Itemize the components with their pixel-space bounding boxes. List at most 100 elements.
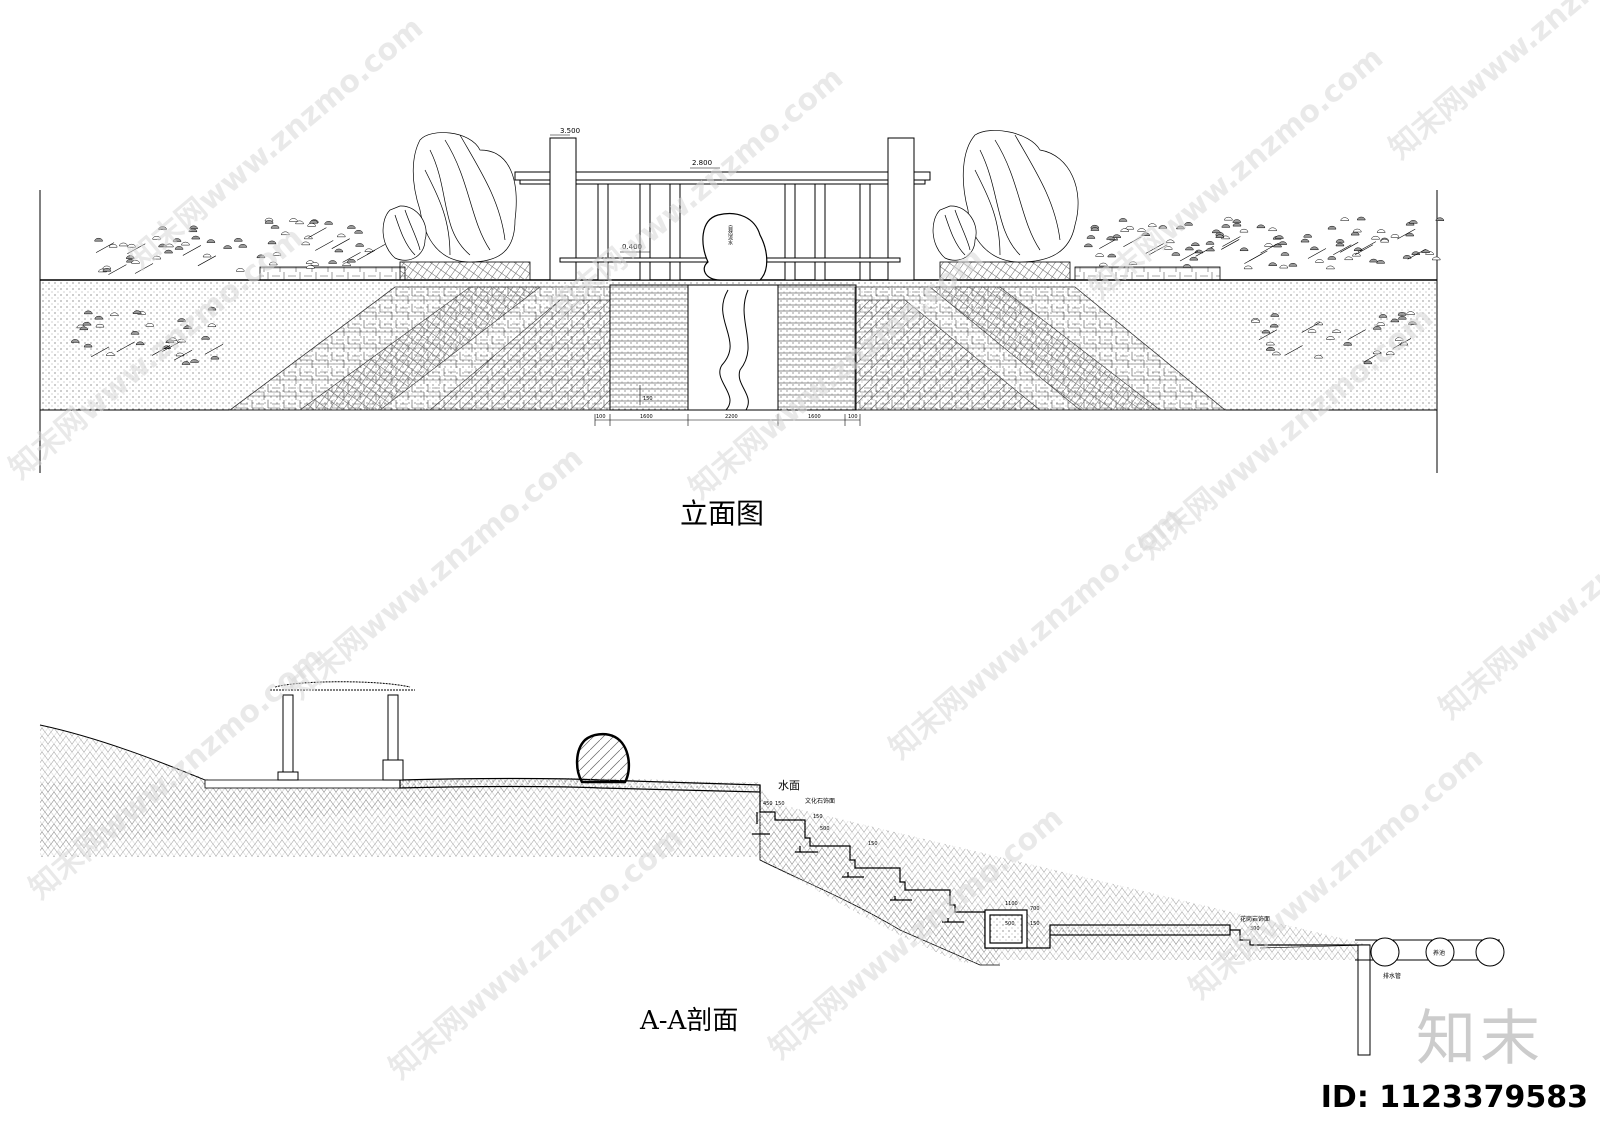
- shrub-mark: [1221, 224, 1231, 228]
- shrub-mark: [1376, 322, 1385, 326]
- shrub-mark: [188, 228, 198, 233]
- shrub-mark: [201, 335, 210, 340]
- watermark-text: 知末网www.znzmo.com: [383, 820, 690, 1086]
- shrub-branch: [331, 238, 350, 249]
- sec-dim-6: 700: [1030, 906, 1040, 912]
- shrub-mark: [191, 235, 201, 240]
- sec-dim-3: 500: [820, 826, 830, 832]
- stair-left: [609, 284, 689, 411]
- elevation-drawing: 自然流水 3: [39, 127, 1445, 473]
- shrub-branch: [1340, 242, 1359, 253]
- shrub-mark: [202, 253, 212, 258]
- shrub-mark: [1128, 261, 1138, 265]
- shrub-branch: [1333, 244, 1352, 255]
- shrub-branch: [90, 346, 110, 358]
- shrub-mark: [1390, 234, 1400, 238]
- shrub-mark: [1141, 232, 1150, 236]
- shrub-mark: [1251, 319, 1260, 323]
- sec-dim-8: 150: [1030, 921, 1040, 927]
- shrub-mark: [1266, 346, 1275, 351]
- shrub-mark: [1120, 228, 1129, 232]
- shrub-mark: [1112, 234, 1122, 238]
- shrub-mark: [95, 323, 105, 328]
- shrub-mark: [1205, 241, 1215, 245]
- shrub-mark: [164, 249, 173, 254]
- tree-group-left: [382, 132, 517, 263]
- shrub-mark: [1194, 249, 1204, 254]
- shrub-mark: [1107, 253, 1117, 258]
- shrub-mark: [152, 235, 161, 240]
- shrub-branch: [182, 245, 202, 256]
- shrub-mark: [207, 323, 217, 327]
- shrub-mark: [127, 243, 136, 248]
- section-title: A-A剖面: [640, 1006, 739, 1036]
- shrub-mark: [1344, 256, 1353, 261]
- shrub-branch: [161, 341, 181, 352]
- shrub-mark: [1408, 321, 1417, 325]
- shrub-mark: [183, 325, 192, 330]
- shrub-branch: [151, 345, 171, 356]
- shrub-branch: [204, 343, 224, 355]
- shrub-mark: [1239, 247, 1249, 252]
- shrub-mark: [328, 260, 337, 264]
- shrub-mark: [1090, 224, 1100, 229]
- shrub-branch: [1392, 338, 1412, 349]
- shrub-mark: [1206, 247, 1215, 252]
- shrub-mark: [1099, 262, 1108, 267]
- shrub-mark: [1343, 342, 1352, 346]
- shrub-mark: [181, 361, 191, 365]
- shrub-mark: [1369, 258, 1378, 263]
- shrub-mark: [342, 262, 351, 266]
- shrub-mark: [152, 255, 162, 260]
- shrub-mark: [1084, 243, 1093, 248]
- shrub-branch: [1397, 228, 1416, 240]
- shrub-mark: [1171, 252, 1181, 256]
- shrub-mark: [1232, 219, 1242, 223]
- shrub-mark: [267, 240, 277, 245]
- shrub-mark: [1118, 218, 1128, 222]
- shrub-mark: [1300, 238, 1310, 243]
- shrub-mark: [234, 237, 243, 242]
- shrub-mark: [354, 229, 363, 234]
- shrub-branch: [342, 252, 361, 263]
- landscape-stone: [702, 213, 768, 281]
- watermark-text: 知末网www.znzmo.com: [1183, 740, 1490, 1006]
- shrub-mark: [190, 359, 199, 363]
- watermark-text: 知末网www.znzmo.com: [1383, 0, 1600, 166]
- shrub-mark: [83, 343, 93, 348]
- shrub-mark: [256, 254, 266, 259]
- section-drawing: 水面 文化石饰面 花岗岩饰面 排水管 养池 450 150 150 500 15…: [39, 681, 1505, 1056]
- shrub-mark: [1402, 255, 1412, 259]
- shrub-mark: [1148, 223, 1157, 227]
- shrub-mark: [177, 338, 186, 343]
- shrub-mark: [1394, 337, 1404, 341]
- shrub-mark: [1376, 229, 1386, 233]
- shrub-branch: [1179, 250, 1199, 262]
- shrub-mark: [264, 217, 274, 222]
- shrub-mark: [1086, 235, 1096, 239]
- shrub-branch: [1354, 244, 1374, 256]
- shrub-mark: [1125, 225, 1134, 230]
- shrub-mark: [158, 243, 167, 248]
- shrub-mark: [133, 310, 142, 314]
- shrub-mark: [1435, 217, 1445, 221]
- shrub-mark: [1275, 235, 1284, 239]
- shrub-mark: [1184, 221, 1193, 226]
- shrub-mark: [84, 310, 93, 315]
- shrub-mark: [1232, 222, 1242, 227]
- label-water: 水面: [778, 779, 800, 792]
- shrub-branch: [1307, 248, 1327, 259]
- shrub-mark: [1279, 264, 1289, 269]
- shrub-branch: [1145, 243, 1164, 254]
- shrub-mark: [1185, 246, 1194, 251]
- shrub-mark: [102, 265, 112, 270]
- shrub-branch: [1260, 242, 1279, 254]
- shrub-mark: [1398, 315, 1407, 320]
- shrub-mark: [102, 268, 112, 272]
- shrub-mark: [1307, 328, 1317, 333]
- shrub-branch: [315, 240, 334, 251]
- shrub-mark: [145, 322, 155, 327]
- shrub-mark: [1239, 228, 1249, 233]
- shrub-mark: [1272, 351, 1281, 356]
- shrub-mark: [1315, 259, 1324, 263]
